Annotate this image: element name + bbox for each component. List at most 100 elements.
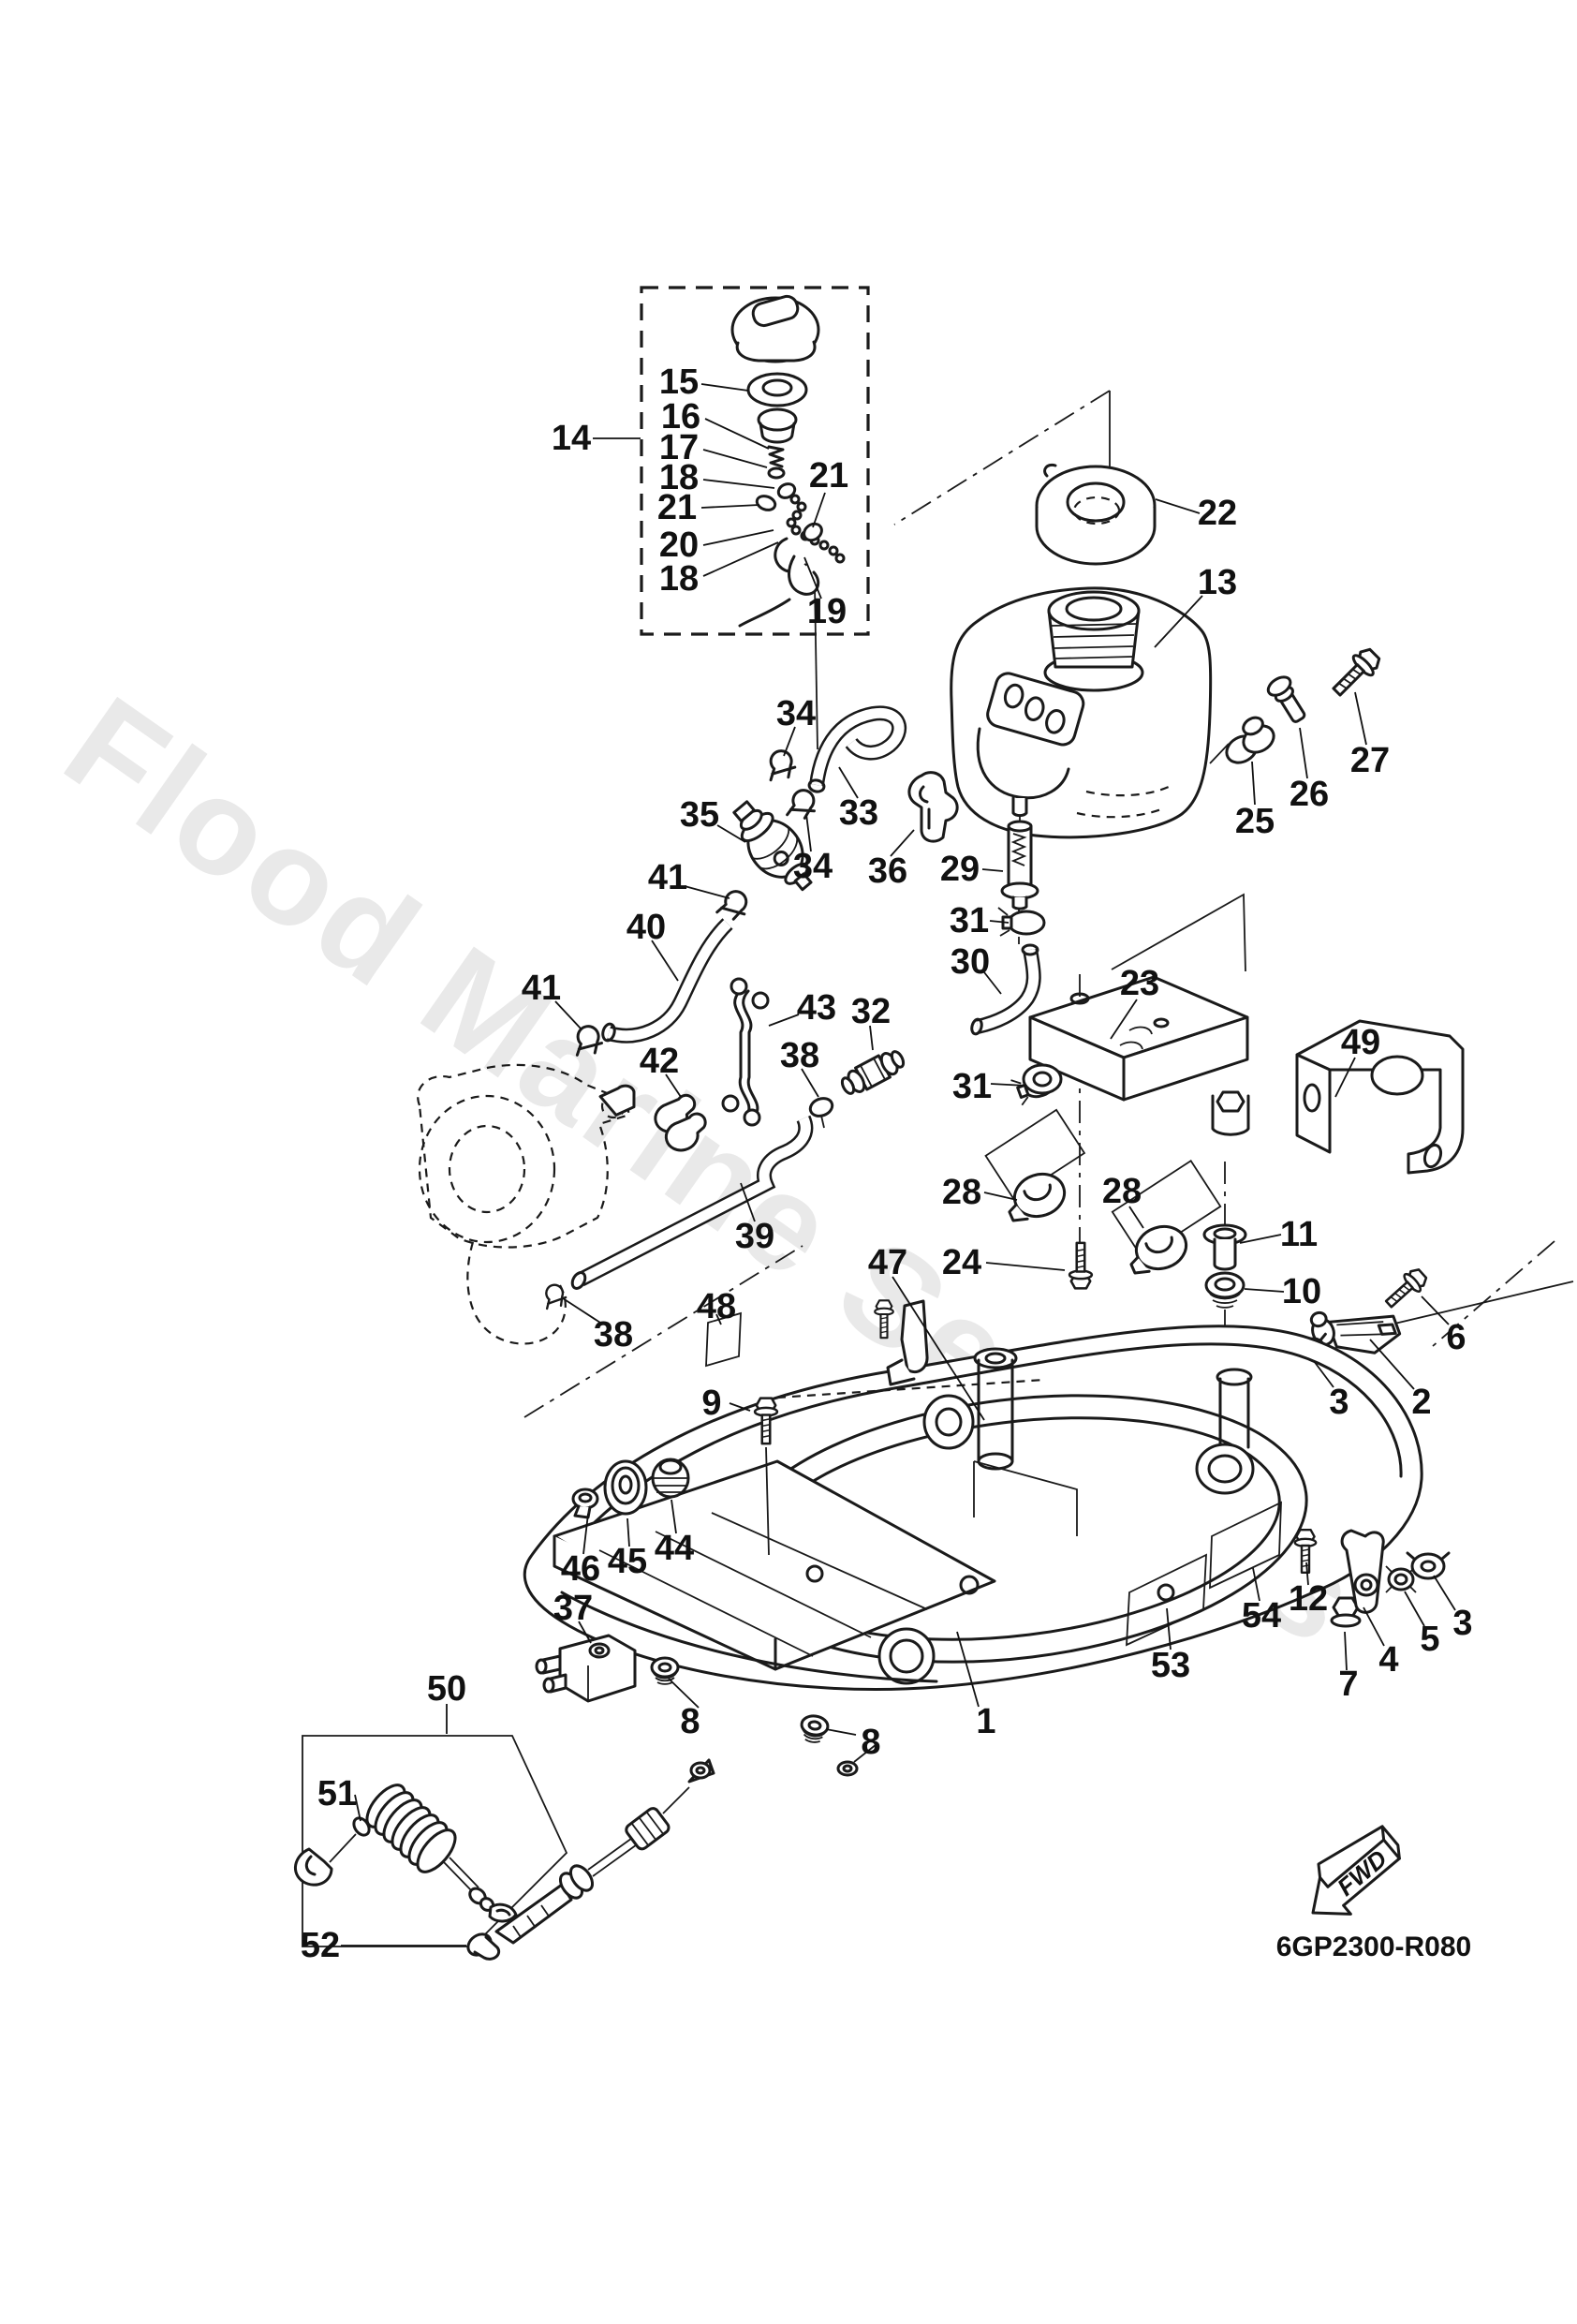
leader-line-42	[665, 1073, 682, 1098]
part-label-24: 24	[942, 1243, 981, 1282]
leader-line-31	[990, 1083, 1027, 1087]
leader-line-21	[812, 492, 826, 528]
caution-plates-drawing	[1126, 1501, 1282, 1647]
part-label-12: 12	[1289, 1579, 1328, 1619]
part-label-47: 47	[868, 1243, 907, 1282]
fuel-cap-assembly-drawing	[640, 286, 870, 636]
leader-line-20	[702, 529, 774, 546]
part-label-7: 7	[1338, 1665, 1358, 1704]
part-label-1: 1	[976, 1702, 995, 1741]
leader-line-16	[704, 418, 770, 450]
part-label-37: 37	[553, 1589, 593, 1628]
leader-line-54	[1252, 1567, 1260, 1602]
part-label-41: 41	[648, 858, 687, 897]
leader-line-53	[1166, 1607, 1172, 1650]
switch-plunger	[494, 1758, 715, 1945]
leader-line-51	[354, 1794, 361, 1822]
carburetor-ghost-drawing	[417, 1063, 636, 1345]
leader-line-21	[700, 504, 760, 509]
leader-line-43	[768, 1014, 800, 1027]
part-label-54: 54	[1242, 1596, 1281, 1636]
part-label-51: 51	[317, 1774, 357, 1813]
lanyard-coil	[365, 1784, 457, 1873]
leader-line-10	[1244, 1288, 1285, 1293]
link-and-hose-drawing	[540, 977, 834, 1310]
leader-line-46	[582, 1513, 589, 1555]
part-label-8: 8	[680, 1702, 700, 1741]
leader-line-49	[1334, 1057, 1356, 1098]
leader-line-40	[651, 940, 679, 982]
part-label-26: 26	[1290, 775, 1329, 814]
leader-line-4	[1363, 1606, 1385, 1647]
part-label-42: 42	[640, 1042, 679, 1081]
leader-line-39	[740, 1182, 756, 1222]
part-label-34: 34	[776, 694, 816, 733]
leader-line-27	[1354, 691, 1367, 746]
grommet-seal-parts-drawing	[571, 1458, 690, 1519]
leader-line-30	[983, 971, 1002, 995]
leader-line-35	[716, 824, 746, 843]
part-label-22: 22	[1198, 494, 1237, 533]
leader-line-28	[1128, 1206, 1144, 1229]
mount-bushing-drawing	[1202, 1223, 1247, 1309]
leader-line-37	[578, 1621, 592, 1644]
part-label-15: 15	[659, 363, 699, 402]
leader-line-28	[983, 1192, 1018, 1201]
leader-line-38	[562, 1297, 601, 1324]
diagram-code-text: 6GP2300-R080	[1276, 1932, 1471, 1962]
fwd-arrow: FWD	[1311, 1825, 1401, 1916]
part-label-38: 38	[780, 1036, 819, 1075]
leader-line-25	[1251, 761, 1256, 806]
leader-line-12	[1305, 1562, 1309, 1586]
part-label-29: 29	[940, 850, 980, 889]
part-label-5: 5	[1420, 1620, 1439, 1659]
leader-line-18	[702, 541, 779, 577]
leader-line-17	[702, 449, 768, 468]
part-label-43: 43	[797, 988, 836, 1028]
part-label-45: 45	[608, 1542, 647, 1581]
part-label-28: 28	[1102, 1172, 1142, 1211]
part-label-18: 18	[659, 458, 699, 497]
part-label-50: 50	[427, 1669, 466, 1709]
part-label-6: 6	[1446, 1318, 1466, 1357]
leader-line-34	[805, 813, 812, 852]
bolt-9-drawing	[753, 1397, 779, 1556]
leader-line-3	[1313, 1360, 1334, 1388]
leader-line-7	[1344, 1631, 1348, 1671]
part-label-31: 31	[950, 901, 989, 940]
leader-line-3	[1433, 1575, 1456, 1611]
leader-line-13	[1154, 595, 1203, 648]
part-label-8: 8	[861, 1723, 880, 1762]
part-label-53: 53	[1151, 1646, 1190, 1685]
leader-line-15	[700, 383, 749, 392]
part-label-49: 49	[1341, 1023, 1380, 1062]
part-label-31: 31	[952, 1067, 992, 1106]
part-label-20: 20	[659, 525, 699, 565]
part-label-4: 4	[1378, 1640, 1398, 1680]
part-label-13: 13	[1198, 563, 1237, 602]
fuel-tank-drawing	[950, 586, 1230, 839]
lanyard-assembly-drawing	[294, 1735, 715, 1961]
hose-clip-42	[654, 1093, 707, 1152]
part-label-3: 3	[1452, 1604, 1472, 1643]
part-label-34: 34	[793, 847, 833, 886]
part-label-16: 16	[661, 397, 700, 437]
part-label-35: 35	[680, 795, 719, 835]
part-label-32: 32	[851, 992, 891, 1031]
part-label-21: 21	[657, 488, 697, 527]
part-label-38: 38	[594, 1315, 633, 1354]
leader-line-48	[715, 1313, 722, 1325]
tank-bracket-drawing	[1022, 975, 1250, 1136]
part-label-28: 28	[942, 1173, 981, 1212]
leader-line-23	[1110, 999, 1138, 1040]
leader-line-41	[554, 1000, 582, 1030]
artwork-layer: FWD 6GP2300-R080	[294, 286, 1574, 1962]
clamp-bracket-drawing	[705, 1299, 929, 1386]
part-label-52: 52	[301, 1926, 340, 1965]
leader-line-32	[869, 1025, 874, 1051]
part-label-40: 40	[626, 908, 666, 947]
leader-line-33	[838, 766, 859, 799]
leader-line-44	[671, 1499, 677, 1534]
leader-line-2	[1369, 1339, 1415, 1390]
